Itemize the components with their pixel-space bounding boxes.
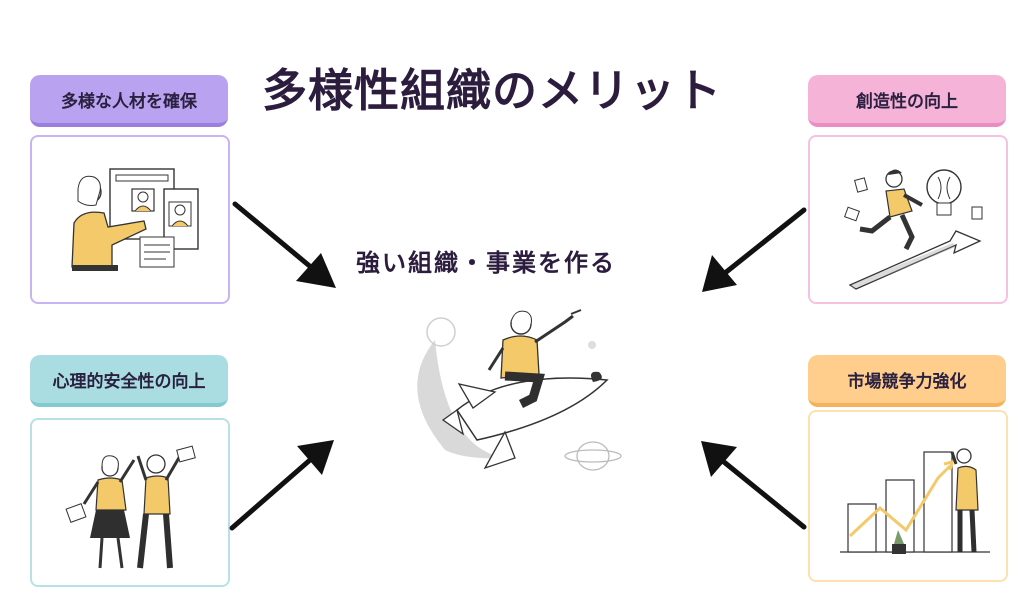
center-message: 強い組織・事業を作る [356, 249, 616, 277]
benefit-label-diverse-talent: 多様な人材を確保 [30, 75, 228, 127]
teamwork-illustration [65, 445, 196, 569]
benefit-label-creativity: 創造性の向上 [808, 75, 1006, 127]
arrow-top-left [232, 201, 315, 271]
benefit-card-creativity [808, 135, 1008, 304]
benefit-card-competitiveness [808, 410, 1008, 582]
benefit-card-diverse-talent [30, 135, 230, 304]
arrow-head-bottom-left [297, 440, 334, 475]
benefit-card-psychological-safety [30, 418, 230, 587]
growth-chart-illustration [840, 448, 990, 554]
benefit-label-competitiveness: 市場競争力強化 [808, 355, 1006, 407]
creativity-illustration [844, 169, 983, 290]
arrow-head-top-left [296, 253, 336, 288]
arrow-head-bottom-right [701, 441, 737, 477]
arrow-top-right [722, 207, 807, 276]
rocket-illustration [417, 309, 622, 471]
recruiting-illustration [71, 168, 199, 271]
arrow-head-top-right [702, 255, 737, 292]
benefit-label-psychological-safety: 心理的安全性の向上 [30, 355, 228, 407]
arrow-bottom-right [721, 459, 807, 530]
arrow-bottom-left [229, 457, 313, 531]
page-title: 多様性組織のメリット [262, 64, 723, 117]
